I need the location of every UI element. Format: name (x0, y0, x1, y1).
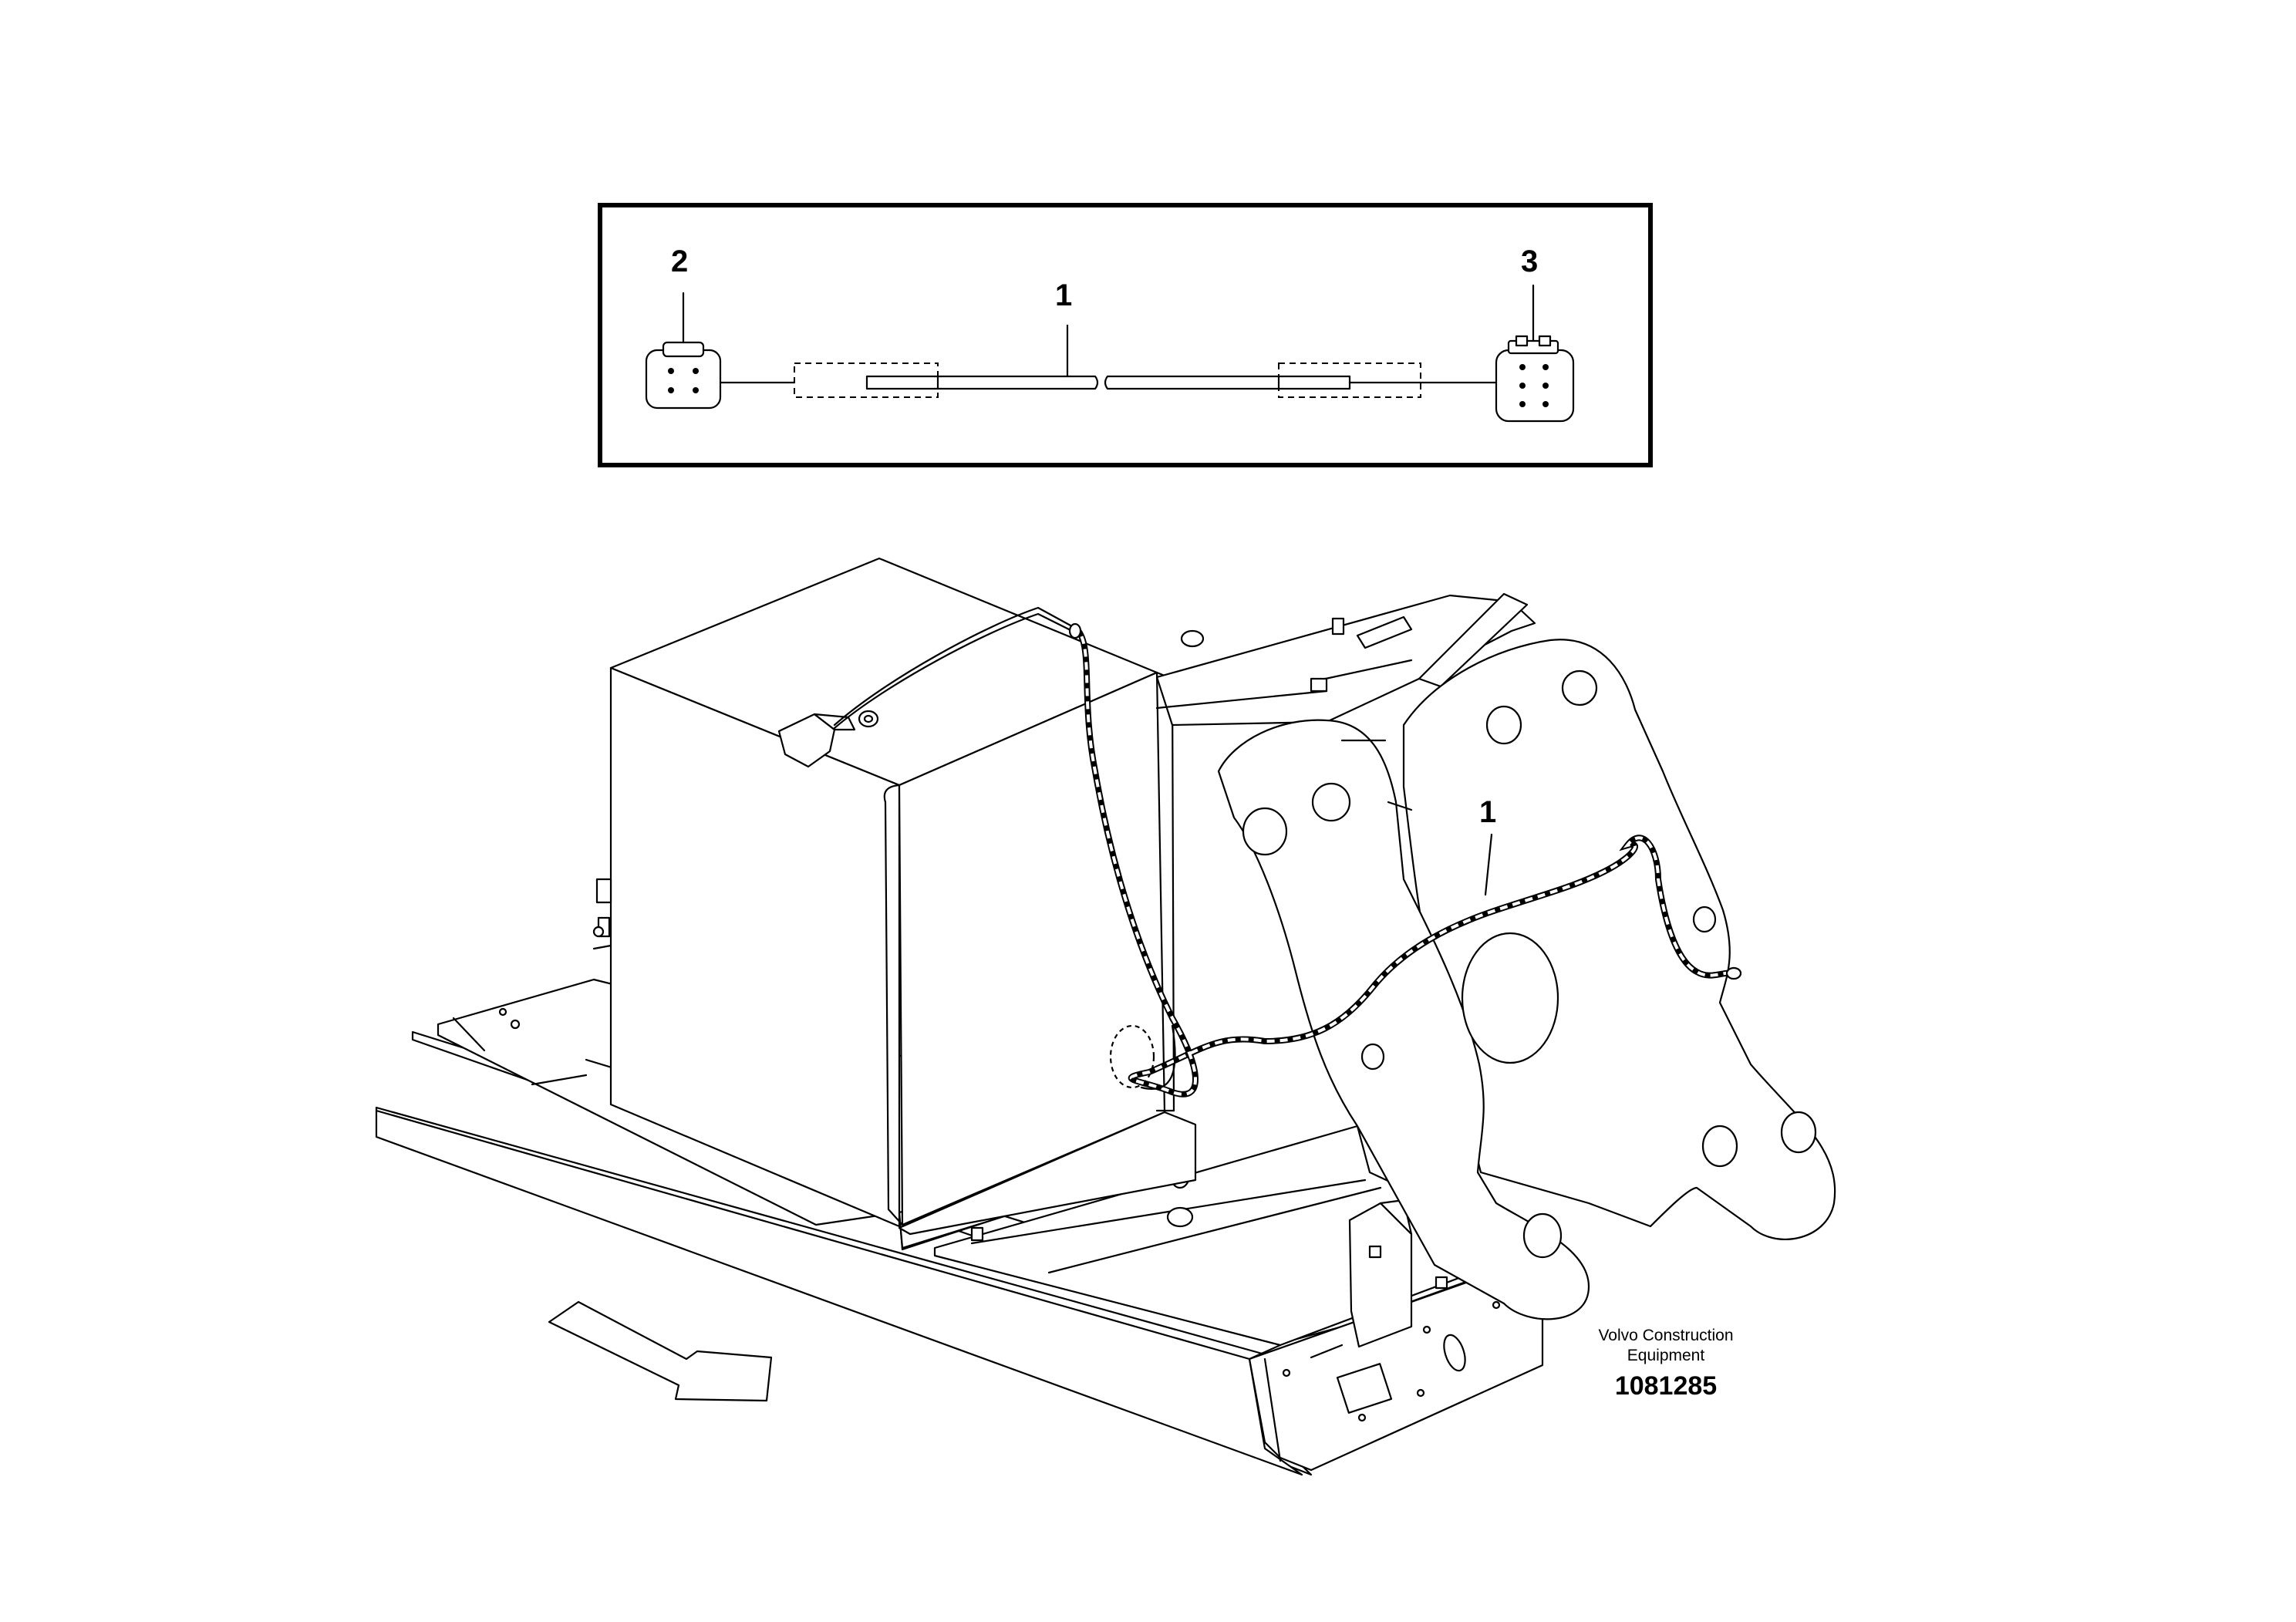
caption-illustration-number: 1081285 (1615, 1371, 1717, 1401)
detail-cable (794, 324, 1422, 398)
callout-2: 2 (671, 244, 688, 278)
machine-assembly: 1 (375, 557, 1836, 1476)
tank-box (592, 557, 1197, 1236)
boom-brackets (1155, 592, 1836, 1320)
connector-6pin-icon (1495, 284, 1575, 423)
detail-inset: 2 1 3 (598, 203, 1653, 467)
callout-1-leader (1484, 833, 1493, 896)
connector-4pin-icon (645, 292, 722, 410)
caption: Volvo Construction Equipment 1081285 (1598, 1327, 1733, 1401)
callout-1-main: 1 (1479, 795, 1496, 829)
caption-company-line1: Volvo Construction (1598, 1327, 1733, 1344)
callout-3: 3 (1521, 244, 1538, 278)
caption-company-line2: Equipment (1627, 1347, 1705, 1364)
frame-rail (375, 1030, 1544, 1476)
forward-direction-arrow-icon (548, 1300, 773, 1402)
detail-frame (598, 203, 1653, 467)
callout-1-detail: 1 (1055, 278, 1072, 312)
wiring-harness (1068, 622, 1742, 1098)
